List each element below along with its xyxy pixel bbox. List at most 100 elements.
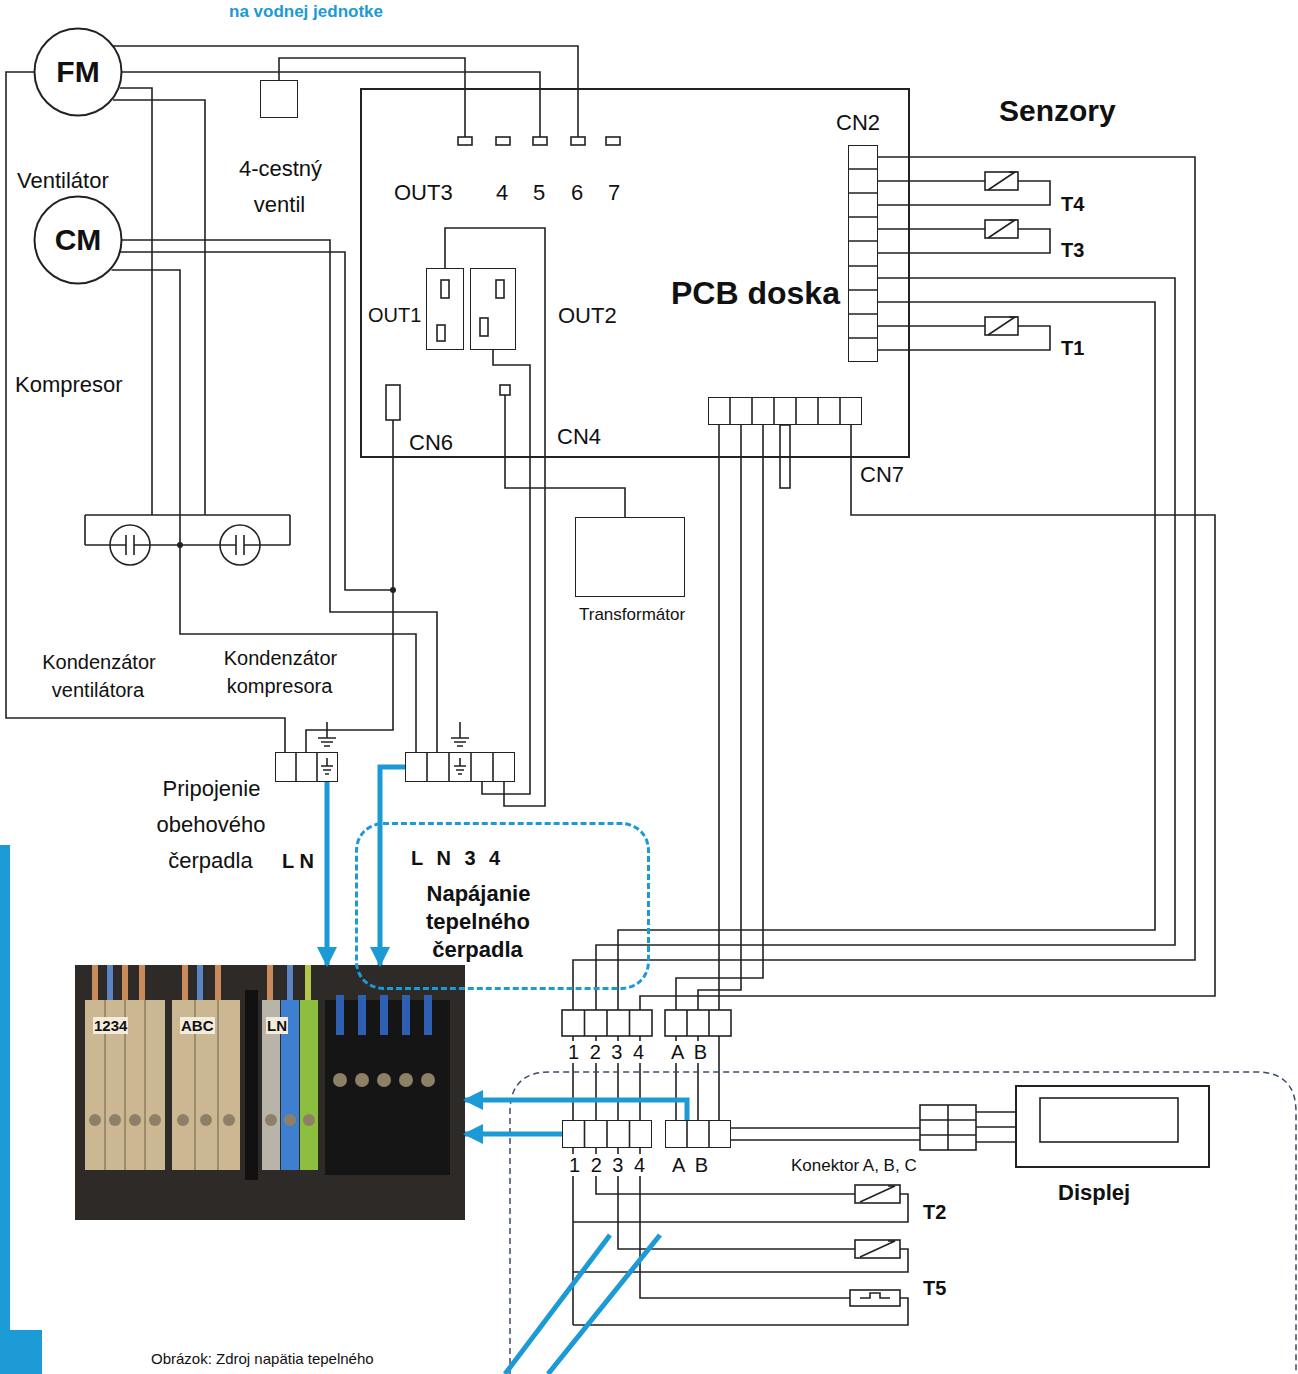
text-holder: 4-cestný ventil xyxy=(225,151,335,223)
valve-box: 4-cestný ventil xyxy=(260,80,298,118)
connector-label: CN4 xyxy=(556,424,602,449)
connector-divider xyxy=(730,397,840,425)
output-terminal xyxy=(458,137,472,145)
text-holder: T5 xyxy=(922,1276,947,1300)
node-label: Napájanie tepelného čerpadla xyxy=(426,881,531,962)
photo-terminal xyxy=(85,1000,165,1170)
text-holder: Transformátor xyxy=(578,605,686,625)
wire xyxy=(279,58,465,88)
text-holder: OUT3 xyxy=(393,180,454,206)
terminal-block: 1 2 3 4 xyxy=(562,1120,652,1148)
text-holder: CN2 xyxy=(835,110,881,136)
pcb-board: PCB doskaOUT1OUT2CN2CN7 xyxy=(360,88,910,458)
photo-wire xyxy=(95,965,308,1002)
capacitor-symbol xyxy=(110,535,260,555)
text-holder: Kondenzátor kompresora xyxy=(200,644,360,700)
node-label: 1 2 3 4 xyxy=(568,1154,646,1176)
sensor-label: T3 xyxy=(1060,239,1085,261)
wire xyxy=(482,350,530,794)
part-label: Kondenzátor ventilátora xyxy=(41,651,155,701)
text-holder: 1234 xyxy=(93,1017,128,1035)
wire xyxy=(878,181,1050,205)
connector-pin xyxy=(386,385,400,420)
wire xyxy=(120,252,393,590)
terminal-block xyxy=(665,1010,731,1036)
node-label: CM xyxy=(54,223,103,256)
side-bar xyxy=(0,1330,42,1374)
photo-wire xyxy=(110,965,290,1002)
text-holder: A B xyxy=(670,1040,708,1064)
text-holder: LN xyxy=(266,1017,288,1035)
node-label: L N 3 4 xyxy=(410,847,501,869)
thermistor-symbol xyxy=(985,220,1018,238)
connector-block xyxy=(920,1105,976,1150)
thermistor-symbol xyxy=(985,172,1018,190)
wire xyxy=(640,425,1215,1010)
text-holder: na vodnej jednotke xyxy=(228,2,384,22)
relay-contact xyxy=(480,318,488,336)
text-holder: 7 xyxy=(607,180,621,206)
text-holder: L N xyxy=(281,849,315,873)
text-holder: Ventilátor xyxy=(16,168,110,194)
part-label: Ventilátor xyxy=(16,168,110,193)
text-holder: CN4 xyxy=(556,424,602,450)
node-label: Displej xyxy=(1057,1180,1131,1205)
transformer-box: Transformátor xyxy=(575,517,685,597)
display-box: Displej xyxy=(1015,1085,1210,1168)
text-holder: PCB doska xyxy=(670,274,841,312)
connector-label: CN6 xyxy=(408,430,454,455)
wire xyxy=(122,72,541,88)
node-label: L N xyxy=(281,850,315,872)
display-screen xyxy=(1040,1098,1178,1142)
text-holder: 6 xyxy=(570,180,584,206)
wire xyxy=(504,395,506,458)
pointer-arrow xyxy=(325,782,330,965)
connector-block xyxy=(920,1105,976,1150)
thermistor-symbol xyxy=(855,1185,900,1203)
side-bar xyxy=(0,845,10,1335)
output-label: 5 xyxy=(532,180,546,205)
wire xyxy=(445,228,545,806)
output-label: 6 xyxy=(570,180,584,205)
terminal-block: A B xyxy=(665,1120,731,1148)
text-holder: Kompresor xyxy=(14,372,124,398)
pointer-arrow xyxy=(465,1132,562,1137)
junction-dot xyxy=(177,542,183,548)
node-label: Pripojenie obehového čerpadla xyxy=(157,776,266,873)
text-holder: CM xyxy=(33,222,123,258)
output-terminal xyxy=(606,137,620,145)
part-label: Konektor A, B, C xyxy=(790,1156,918,1175)
photo-terminal xyxy=(300,1000,318,1170)
output-label: OUT3 xyxy=(393,180,454,205)
photo-crimp xyxy=(340,995,428,1035)
wire xyxy=(113,46,578,88)
sensor-label: T1 xyxy=(1060,337,1085,359)
compressor-motor: CM xyxy=(33,195,123,285)
node-label: PCB doska xyxy=(670,275,841,311)
relay-contact xyxy=(496,280,504,298)
terminal-divider xyxy=(585,1010,710,1036)
wire xyxy=(113,88,205,515)
wire xyxy=(618,302,1155,1010)
photo-ground xyxy=(75,965,465,1220)
part-label: Kondenzátor kompresora xyxy=(223,647,337,697)
text-holder: CN7 xyxy=(859,462,905,488)
wire xyxy=(731,1128,920,1140)
text-holder: Kondenzátor ventilátora xyxy=(16,648,181,704)
node-label: CN2 xyxy=(835,110,881,135)
connector-divider xyxy=(848,169,878,338)
wire xyxy=(505,458,625,517)
wire xyxy=(976,1112,1015,1142)
thermistor-symbol xyxy=(988,172,1015,190)
motor-circle xyxy=(35,29,122,116)
text-holder: L N 3 4 xyxy=(410,846,501,870)
wire xyxy=(112,270,417,752)
node-label: A B xyxy=(671,1154,709,1176)
text-holder: OUT2 xyxy=(557,303,618,329)
text-holder: Obrázok: Zdroj napätia tepelného xyxy=(150,1350,375,1368)
photo-screw xyxy=(89,1073,435,1126)
thermistor-symbol xyxy=(988,317,1015,335)
photo-separator xyxy=(245,990,258,1180)
power-region: Napájanie tepelného čerpadla xyxy=(355,822,650,990)
